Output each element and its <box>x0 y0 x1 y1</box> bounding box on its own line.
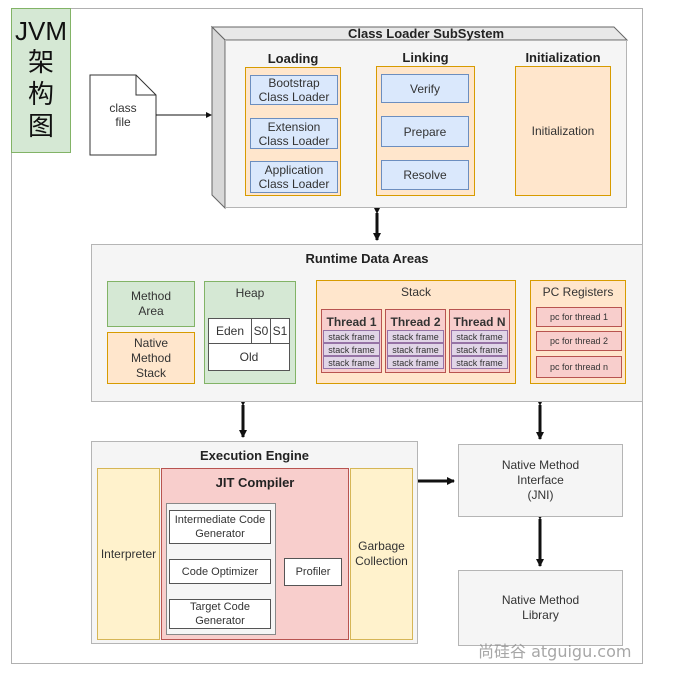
application-loader: Application Class Loader <box>250 161 338 193</box>
heap-title: Heap <box>235 286 265 300</box>
thread-name: Thread 2 <box>390 315 441 329</box>
loading-title: Loading <box>267 50 319 66</box>
initialization-box: Initialization <box>515 66 611 196</box>
heap-eden: Eden <box>208 318 252 344</box>
watermark: 尚硅谷 atguigu.com <box>478 642 632 661</box>
jvm-architecture-tag: JVM 架 构 图 <box>11 8 71 153</box>
verify-step: Verify <box>381 74 469 103</box>
tag-char: 图 <box>27 112 54 142</box>
stack-frame: stack frame <box>323 330 380 343</box>
intermediate-code-generator: Intermediate Code Generator <box>169 510 271 544</box>
pc-register: pc for thread 2 <box>536 331 622 351</box>
stack-frame: stack frame <box>387 356 444 369</box>
target-code-generator: Target Code Generator <box>169 599 271 629</box>
runtime-data-areas-title: Runtime Data Areas <box>305 250 429 266</box>
class-loader-title: Class Loader SubSystem <box>347 25 505 41</box>
native-method-interface: Native Method Interface (JNI) <box>458 444 623 517</box>
heap-old: Old <box>208 343 290 371</box>
thread-name: Thread 1 <box>326 315 377 329</box>
pc-registers-title: PC Registers <box>542 285 614 299</box>
prepare-step: Prepare <box>381 116 469 147</box>
garbage-collection: Garbage Collection <box>350 468 413 640</box>
classloader-left-face <box>211 25 226 210</box>
initialization-title: Initialization <box>525 49 601 65</box>
heap-s0: S0 <box>251 318 271 344</box>
pc-register: pc for thread 1 <box>536 307 622 327</box>
heap-s1: S1 <box>270 318 290 344</box>
method-area: Method Area <box>107 281 195 327</box>
class-file-label: class file <box>109 101 137 129</box>
execution-engine-title: Execution Engine <box>199 447 310 463</box>
native-method-library: Native Method Library <box>458 570 623 646</box>
stack-frame: stack frame <box>323 356 380 369</box>
jit-compiler-title: JIT Compiler <box>215 474 295 490</box>
stack-frame: stack frame <box>387 343 444 356</box>
stack-frame: stack frame <box>387 330 444 343</box>
stack-title: Stack <box>400 285 431 299</box>
tag-char: 架 <box>27 48 54 78</box>
code-optimizer: Code Optimizer <box>169 559 271 584</box>
pc-register: pc for thread n <box>536 356 622 378</box>
native-method-stack: Native Method Stack <box>107 332 195 384</box>
thread-name: Thread N <box>453 315 506 329</box>
linking-title: Linking <box>402 49 449 65</box>
stack-frame: stack frame <box>323 343 380 356</box>
interpreter: Interpreter <box>97 468 160 640</box>
stack-frame: stack frame <box>451 343 508 356</box>
tag-char: JVM <box>15 16 67 46</box>
bootstrap-loader: Bootstrap Class Loader <box>250 75 338 105</box>
stack-frame: stack frame <box>451 330 508 343</box>
tag-char: 构 <box>27 80 54 110</box>
resolve-step: Resolve <box>381 160 469 190</box>
profiler: Profiler <box>284 558 342 586</box>
stack-frame: stack frame <box>451 356 508 369</box>
extension-loader: Extension Class Loader <box>250 118 338 149</box>
